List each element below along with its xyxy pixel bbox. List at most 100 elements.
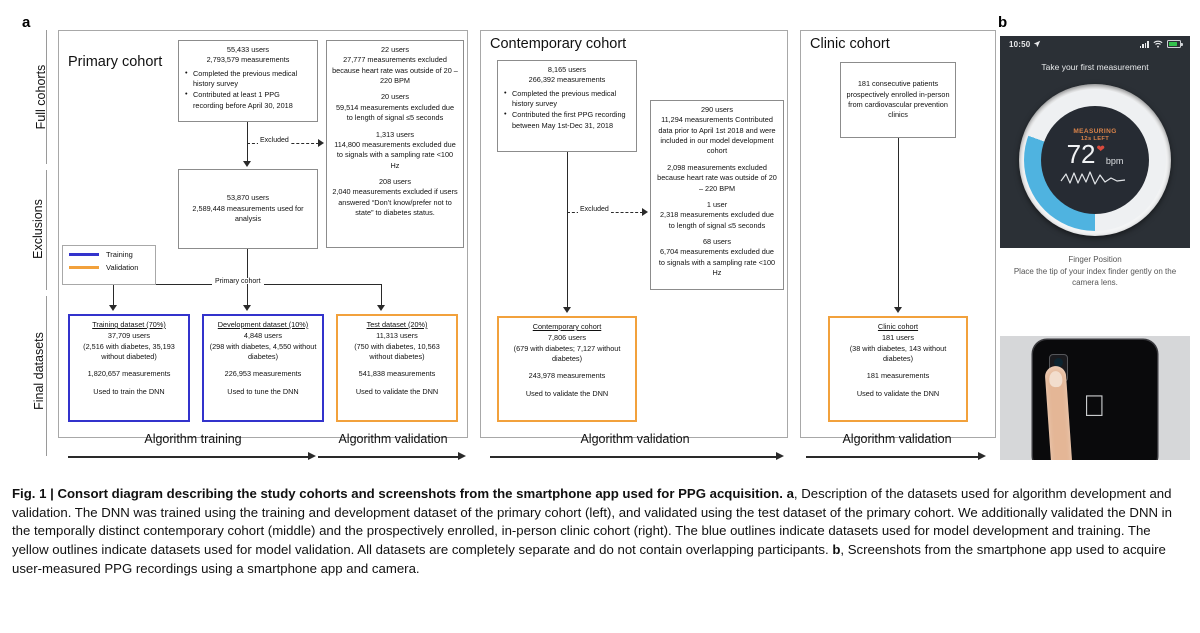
primary-exclusion-2-detail: 59,514 measurements excluded due to leng… bbox=[335, 102, 455, 123]
training-dataset-header: Training dataset (70%) bbox=[92, 320, 166, 329]
contemporary-top-line2: 266,392 measurements bbox=[528, 75, 606, 85]
phone-camera-photo:  bbox=[1000, 336, 1190, 460]
row-divider-2 bbox=[46, 170, 47, 290]
bpm-readout: 72 ❤ bpm bbox=[1067, 141, 1124, 167]
contemporary-dataset-box: Contemporary cohort 7,806 users (679 wit… bbox=[497, 316, 637, 422]
heart-rate-gauge: MEASURING 12s LEFT 72 ❤ bpm bbox=[1019, 84, 1171, 236]
contemporary-dataset-measurements: 243,978 measurements bbox=[528, 371, 606, 381]
seconds-left-label: 12s LEFT bbox=[1080, 136, 1110, 143]
primary-split-arrow-1 bbox=[109, 305, 117, 311]
contemporary-exclusion-2: 2,098 measurements excluded because hear… bbox=[656, 163, 778, 194]
contemporary-top-bullet-2: Contributed the first PPG recording betw… bbox=[504, 109, 631, 131]
measuring-label: MEASURING bbox=[1073, 128, 1117, 136]
training-dataset-usage: Used to train the DNN bbox=[93, 386, 165, 396]
caption-a-marker: a bbox=[786, 486, 794, 501]
bottom-arrow-training-head bbox=[308, 452, 316, 460]
ppg-waveform-icon bbox=[1059, 169, 1131, 192]
primary-exclusion-2-users: 20 users bbox=[381, 92, 409, 102]
contemporary-dataset-usage: Used to validate the DNN bbox=[525, 388, 609, 398]
training-dataset-measurements: 1,820,657 measurements bbox=[87, 369, 171, 379]
contemporary-dataset-users: 7,806 users bbox=[547, 333, 587, 343]
legend-item-training: Training bbox=[69, 250, 149, 259]
contemporary-exclusion-3-users: 1 user bbox=[706, 199, 728, 209]
caption-body-b: , Screenshots from the smartphone app us… bbox=[12, 542, 1166, 576]
primary-top-bullet-2: Contributed at least 1 PPG recording bef… bbox=[185, 89, 312, 111]
primary-exclusion-3: 1,313 users 114,800 measurements exclude… bbox=[332, 130, 458, 171]
clinic-dataset-users: 181 users bbox=[881, 333, 915, 343]
wifi-icon bbox=[1153, 36, 1163, 53]
legend-label-validation: Validation bbox=[106, 263, 139, 272]
primary-analysis-box: 53,870 users 2,589,448 measurements used… bbox=[178, 169, 318, 249]
primary-cohort-title: Primary cohort bbox=[68, 54, 163, 70]
primary-top-bullet-1: Completed the previous medical history s… bbox=[185, 68, 312, 90]
primary-split-branch-1 bbox=[113, 284, 115, 306]
status-bar-time: 10:50 bbox=[1009, 39, 1031, 49]
test-dataset-measurements: 541,838 measurements bbox=[358, 369, 436, 379]
primary-split-branch-2 bbox=[247, 284, 249, 306]
legend-swatch-validation-icon bbox=[69, 266, 99, 269]
clinic-dataset-usage: Used to validate the DNN bbox=[856, 388, 940, 398]
contemporary-top-line1: 8,165 users bbox=[547, 65, 587, 74]
contemporary-top-bullet-1: Completed the previous medical history s… bbox=[504, 88, 631, 110]
row-divider-3 bbox=[46, 296, 47, 456]
primary-flow-arrow-1 bbox=[243, 161, 251, 167]
bottom-label-clinic-validation: Algorithm validation bbox=[842, 432, 952, 446]
bpm-unit-label: bpm bbox=[1105, 155, 1124, 166]
primary-excluded-label: Excluded bbox=[258, 137, 291, 144]
bottom-arrow-primary-validation-line bbox=[318, 456, 460, 458]
fingernail bbox=[1048, 370, 1063, 388]
clinic-dataset-header: Clinic cohort bbox=[877, 322, 919, 331]
clinic-top-text: 181 consecutive patients prospectively e… bbox=[846, 79, 950, 120]
test-dataset-header: Test dataset (20%) bbox=[366, 320, 428, 329]
primary-top-line2: 2,793,579 measurements bbox=[206, 55, 290, 65]
primary-exclusion-1-users: 22 users bbox=[381, 45, 409, 54]
caption-figure-label: Fig. 1 | bbox=[12, 486, 54, 501]
figure-panel-a: Full cohorts Exclusions Final datasets P… bbox=[0, 12, 1200, 472]
contemporary-dataset-header: Contemporary cohort bbox=[532, 322, 602, 331]
contemporary-exclusion-4-users: 68 users bbox=[703, 236, 731, 246]
primary-exclusion-4-users: 208 users bbox=[378, 176, 412, 186]
primary-analysis-line2: 2,589,448 measurements used for analysis bbox=[192, 203, 304, 224]
apple-logo-icon:  bbox=[1083, 392, 1106, 422]
clinic-flow-arrow bbox=[894, 307, 902, 313]
panel-a-letter: a bbox=[22, 14, 31, 31]
training-dataset-breakdown: (2,516 with diabetes, 35,193 without dia… bbox=[83, 341, 175, 362]
finger-illustration bbox=[1044, 365, 1073, 460]
bottom-label-algorithm-training: Algorithm training bbox=[144, 432, 242, 446]
bottom-arrow-clinic-head bbox=[978, 452, 986, 460]
finger-position-title: Finger Position bbox=[1068, 255, 1122, 264]
contemporary-exclusion-1-users: 290 users bbox=[700, 105, 734, 114]
row-label-full-cohorts: Full cohorts bbox=[34, 64, 48, 130]
caption-bold-title: Consort diagram describing the study coh… bbox=[57, 486, 783, 501]
primary-top-box: 55,433 users 2,793,579 measurements Comp… bbox=[178, 40, 318, 122]
development-dataset-users: 4,848 users bbox=[243, 331, 283, 341]
clinic-dataset-box: Clinic cohort 181 users (38 with diabete… bbox=[828, 316, 968, 422]
training-dataset-users: 37,709 users bbox=[107, 331, 151, 341]
row-label-exclusions: Exclusions bbox=[31, 199, 45, 259]
row-label-final-datasets: Final datasets bbox=[32, 332, 46, 410]
cellular-signal-icon bbox=[1139, 41, 1149, 48]
primary-split-stem bbox=[247, 249, 249, 285]
clinic-cohort-title: Clinic cohort bbox=[810, 36, 890, 52]
contemporary-exclusion-4-detail: 6,704 measurements excluded due to signa… bbox=[658, 247, 776, 278]
phone-back-body:  bbox=[1033, 340, 1157, 460]
contemporary-excluded-label: Excluded bbox=[578, 206, 611, 213]
primary-split-arrow-3 bbox=[377, 305, 385, 311]
contemporary-exclusion-1: 290 users 11,294 measurements Contribute… bbox=[656, 105, 778, 157]
development-dataset-box: Development dataset (10%) 4,848 users (2… bbox=[202, 314, 324, 422]
development-dataset-breakdown: (298 with diabetes, 4,550 without diabet… bbox=[209, 341, 317, 362]
bottom-arrow-primary-validation-head bbox=[458, 452, 466, 460]
primary-split-branch-3 bbox=[381, 284, 383, 306]
caption-b-marker: b bbox=[832, 542, 841, 558]
legend-label-training: Training bbox=[106, 250, 133, 259]
primary-split-arrow-2 bbox=[243, 305, 251, 311]
primary-flow-line-1 bbox=[247, 122, 249, 162]
contemporary-flow-line bbox=[567, 152, 569, 308]
contemporary-cohort-title: Contemporary cohort bbox=[490, 36, 627, 52]
clinic-flow-line bbox=[898, 138, 900, 308]
primary-exclusion-2: 20 users 59,514 measurements excluded du… bbox=[332, 92, 458, 123]
row-divider-1 bbox=[46, 30, 47, 164]
app-screenshot-measuring: 10:50 bbox=[1000, 36, 1190, 248]
primary-exclusion-3-detail: 114,800 measurements excluded due to sig… bbox=[334, 139, 456, 170]
